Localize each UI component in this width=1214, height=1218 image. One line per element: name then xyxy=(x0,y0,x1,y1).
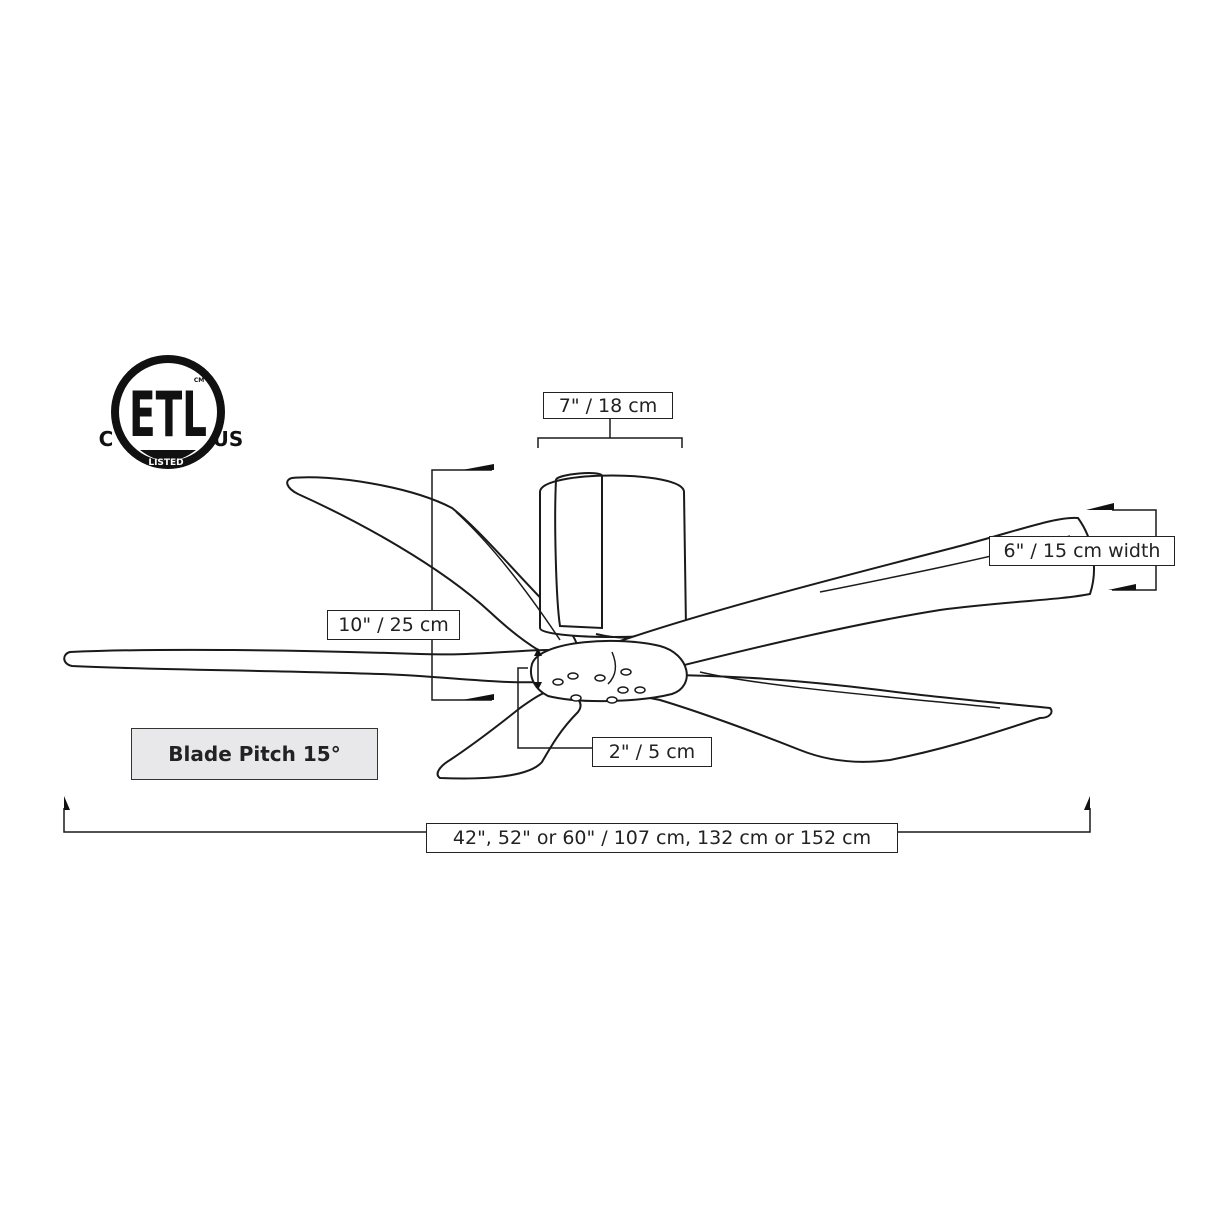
blade-clearance-label: 2" / 5 cm xyxy=(592,737,712,767)
etl-logo: ETL C US CM LISTED xyxy=(99,355,244,469)
blade-front xyxy=(436,688,582,780)
diameter-label: 42", 52" or 60" / 107 cm, 132 cm or 152 … xyxy=(426,823,898,853)
height-label: 10" / 25 cm xyxy=(327,610,460,640)
etl-listed-label: LISTED xyxy=(148,458,183,468)
etl-cm-label: CM xyxy=(194,377,204,384)
etl-mark: ETL xyxy=(129,378,207,451)
motor-width-label: 7" / 18 cm xyxy=(543,392,673,419)
blade-right-upper xyxy=(598,516,1095,679)
blade-left xyxy=(63,648,554,684)
blade-width-label: 6" / 15 cm width xyxy=(989,536,1175,566)
blade-right-lower xyxy=(608,673,1053,763)
etl-us-label: US xyxy=(213,427,244,451)
etl-c-label: C xyxy=(99,427,114,451)
fan-hub xyxy=(530,639,688,703)
motor-housing xyxy=(539,472,688,639)
blade-pitch-label: Blade Pitch 15° xyxy=(131,728,378,780)
hub-bolts xyxy=(552,668,646,704)
